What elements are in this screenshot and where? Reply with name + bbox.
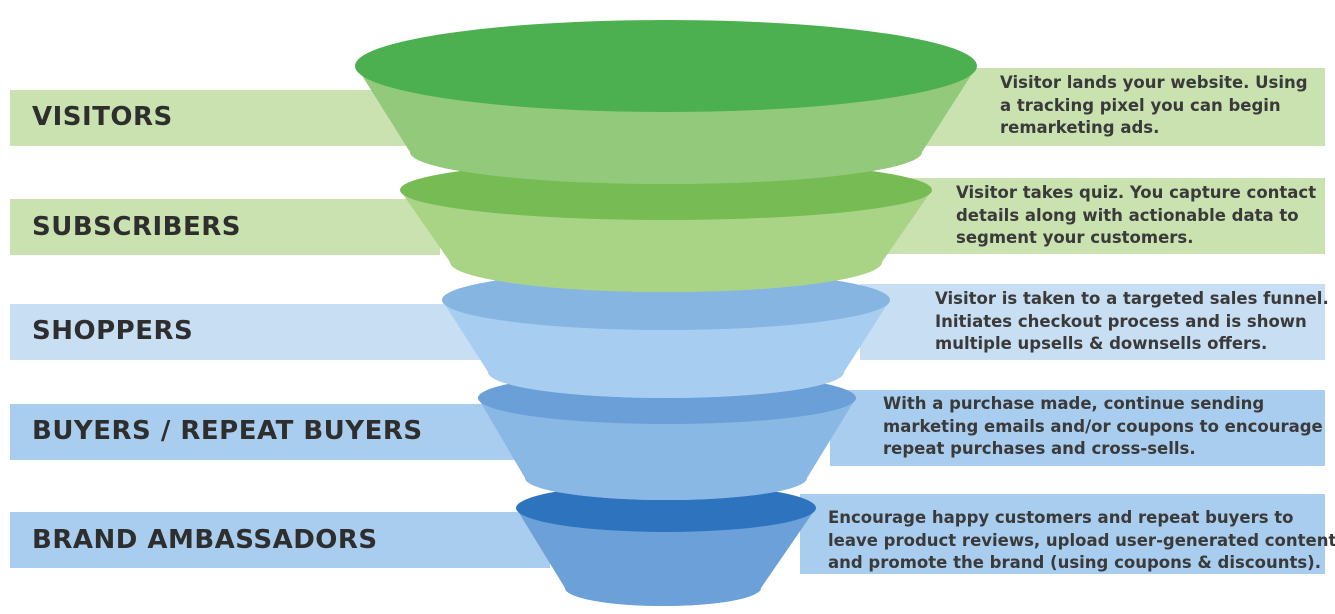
stage-label-ambassadors: BRAND AMBASSADORS [32, 525, 378, 555]
stage-label-shoppers: SHOPPERS [32, 316, 194, 346]
stage-band-left-subscribers [10, 199, 440, 255]
stage-band-left-shoppers [10, 304, 480, 360]
description-line: Encourage happy customers and repeat buy… [828, 508, 1294, 527]
stage-description-ambassadors: Encourage happy customers and repeat buy… [828, 507, 1335, 575]
stage-band-left-buyers [10, 404, 530, 460]
description-line: segment your customers. [956, 228, 1194, 247]
description-line: Initiates checkout process and is shown [935, 311, 1307, 331]
description-line: Visitor is taken to a targeted sales fun… [935, 289, 1329, 308]
description-line: a tracking pixel you can begin [1000, 95, 1281, 115]
stage-band-right-ambassadors [800, 494, 1325, 574]
stage-description-shoppers: Visitor is taken to a targeted sales fun… [935, 288, 1329, 356]
stage-label-visitors: VISITORS [32, 102, 173, 132]
description-line: multiple upsells & downsells offers. [935, 334, 1268, 353]
stage-description-subscribers: Visitor takes quiz. You capture contact … [956, 182, 1316, 250]
stage-band-right-buyers [830, 390, 1325, 466]
stage-band-right-shoppers [860, 284, 1325, 360]
stage-description-visitors: Visitor lands your website. Using a trac… [1000, 72, 1308, 140]
funnel-tier-visitors [355, 20, 977, 184]
stage-description-buyers: With a purchase made, continue sending m… [883, 393, 1323, 461]
description-line: leave product reviews, upload user-gener… [828, 530, 1335, 550]
description-line: remarketing ads. [1000, 118, 1160, 137]
description-line: and promote the brand (using coupons & d… [828, 553, 1321, 572]
description-line: marketing emails and/or coupons to encou… [883, 416, 1323, 436]
description-line: details along with actionable data to [956, 205, 1299, 225]
description-line: repeat purchases and cross-sells. [883, 439, 1196, 458]
description-line: Visitor lands your website. Using [1000, 73, 1308, 92]
stage-label-subscribers: SUBSCRIBERS [32, 212, 241, 242]
stage-label-buyers: BUYERS / REPEAT BUYERS [32, 416, 423, 446]
stage-band-right-visitors [900, 68, 1325, 146]
description-line: With a purchase made, continue sending [883, 394, 1265, 413]
description-line: Visitor takes quiz. You capture contact [956, 183, 1317, 202]
stage-band-right-subscribers [880, 178, 1325, 254]
stage-band-left-ambassadors [10, 512, 550, 568]
stage-band-left-visitors [10, 90, 440, 146]
funnel-tier-ambassadors [516, 484, 816, 606]
